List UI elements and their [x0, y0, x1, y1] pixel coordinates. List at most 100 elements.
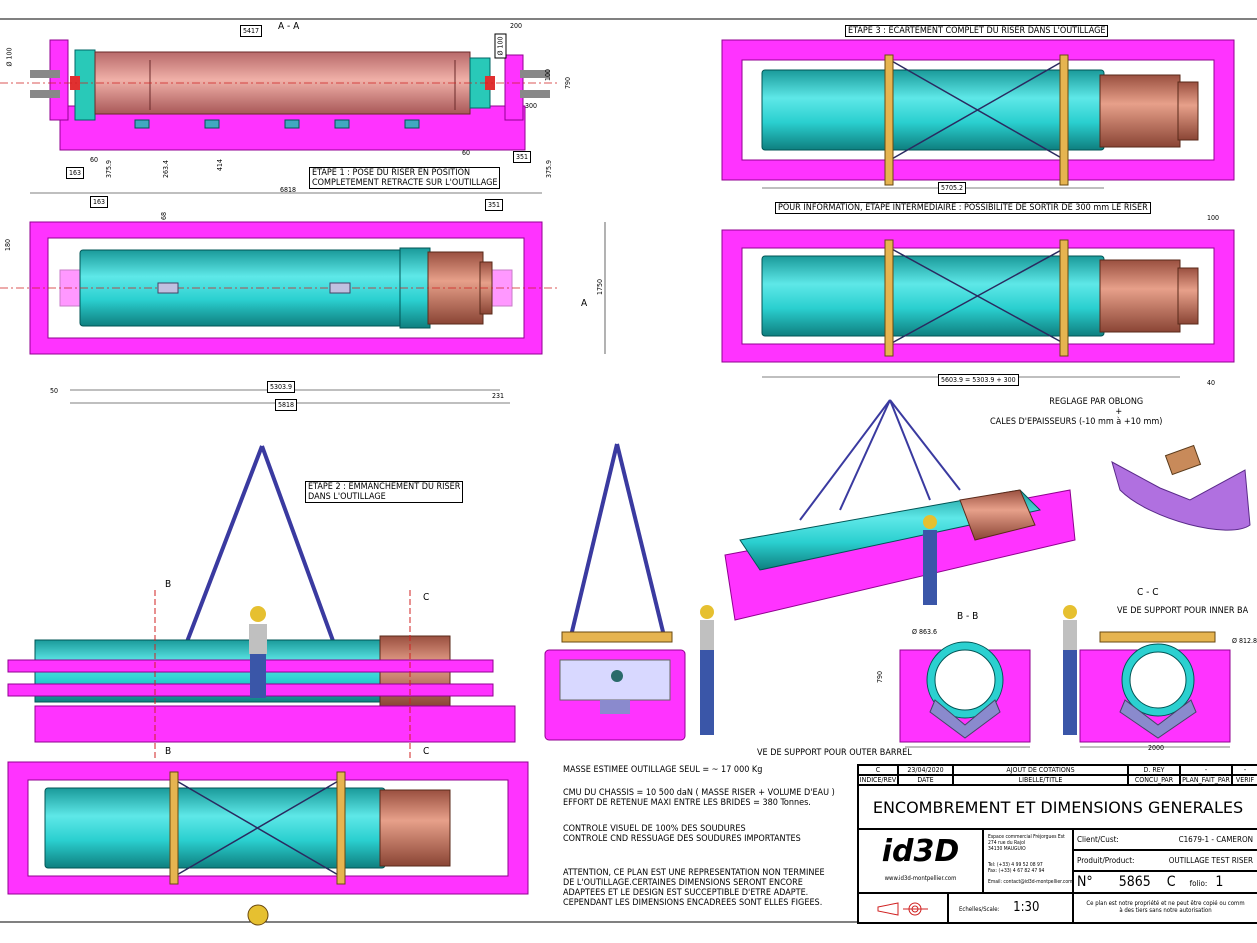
- worker-figure-cc: [700, 605, 714, 735]
- section-bb: [899, 605, 1077, 743]
- h-date: DATE: [898, 775, 953, 785]
- client-cell: Client/Cust: C1679-1 - CAMERON: [1073, 829, 1257, 850]
- rev-value: C: [858, 765, 898, 775]
- dim-790-aa: 790: [564, 76, 573, 90]
- dim-414: 414: [216, 158, 225, 172]
- dim-5818: 5818: [275, 399, 298, 411]
- top-view-step3: [721, 39, 1235, 186]
- step1-line1: ETAPE 1 : POSE DU RISER EN POSITION: [312, 168, 471, 178]
- h-concu: CONCU_PAR: [1128, 775, 1180, 785]
- inner-barrel-label: VE DE SUPPORT POUR INNER BA: [1117, 606, 1249, 616]
- dim-300: 300: [525, 102, 538, 110]
- section-cc: [700, 605, 1231, 743]
- dim-dia100-right: Ø 100: [494, 33, 507, 59]
- property-line1: Ce plan est notre propriété et ne peut ê…: [1086, 900, 1245, 907]
- dim-790-bb: 790: [876, 670, 885, 684]
- product-label: Produit/Product:: [1077, 856, 1135, 865]
- address-line2: 274 rue du Rajol: [988, 840, 1026, 846]
- note-warning: ATTENTION, CE PLAN EST UNE REPRESENTATIO…: [563, 868, 825, 908]
- address-cell: Espace commercial Fréjorgues Est 274 rue…: [983, 829, 1073, 893]
- dim-351-aa: 351: [513, 151, 532, 163]
- dim-100-right: 100: [1207, 214, 1220, 222]
- dim-40: 40: [1207, 379, 1216, 387]
- intermediate-label: POUR INFORMATION, ETAPE INTERMEDIAIRE : …: [775, 202, 1151, 214]
- drawing-title: ENCOMBREMENT ET DIMENSIONS GENERALES: [858, 785, 1257, 829]
- isometric-view: [724, 399, 1076, 621]
- h-verif: VERIF: [1232, 775, 1257, 785]
- dim-180: 180: [4, 238, 13, 252]
- warning-line4: CEPENDANT LES DIMENSIONS ENCADREES SONT …: [563, 898, 823, 908]
- adjust-line1: REGLAGE PAR OBLONG: [1049, 397, 1144, 407]
- marker-b-bottom: B: [165, 746, 172, 757]
- scale-cell: Echelles/Scale: 1:30: [948, 893, 1073, 923]
- worker-figure-bb: [1063, 605, 1077, 735]
- client-value: C1679-1 - CAMERON: [1178, 835, 1253, 844]
- top-view-step2: [7, 761, 529, 926]
- adjust-label: REGLAGE PAR OBLONG + CALES D'EPAISSEURS …: [990, 397, 1162, 427]
- dim-163: 163: [90, 196, 109, 208]
- section-aa-view: [0, 39, 560, 151]
- h-rev: INDICE/REV: [858, 775, 898, 785]
- adjust-line3: CALES D'EPAISSEURS (-10 mm à +10 mm): [990, 417, 1163, 427]
- rev-verif-dash: -: [1232, 765, 1257, 775]
- projection-symbol: [858, 893, 948, 923]
- property-line2: à des tiers sans notre autorisation: [1119, 907, 1212, 914]
- adjust-detail: [1111, 444, 1251, 531]
- dim-6818: 6818: [280, 186, 297, 194]
- property-cell: Ce plan est notre propriété et ne peut ê…: [1073, 893, 1257, 923]
- dim-60-right: 60: [462, 149, 471, 157]
- dim-5705-2: 5705.2: [938, 182, 967, 194]
- dim-dia100-left: Ø 100: [5, 47, 14, 67]
- title-block: C 23/04/2020 AJOUT DE COTATIONS D. REY -…: [857, 764, 1257, 924]
- dim-200: 200: [510, 22, 523, 30]
- dim-375-9-left: 375.9: [105, 159, 114, 179]
- dim-5603-9: 5603.9 = 5303.9 + 300: [938, 374, 1019, 386]
- h-plan: PLAN_FAIT_PAR: [1180, 775, 1232, 785]
- client-label: Client/Cust:: [1077, 835, 1119, 844]
- note-mass: MASSE ESTIMEE OUTILLAGE SEUL = ~ 17 000 …: [563, 765, 763, 775]
- note-cmu: CMU DU CHASSIS = 10 500 daN ( MASSE RISE…: [563, 788, 835, 798]
- worker-figure: [249, 606, 267, 698]
- folio-label: folio:: [1189, 879, 1208, 888]
- dim-163-aa: 163: [66, 167, 85, 179]
- dim-68: 68: [160, 211, 169, 221]
- number-label: N°: [1077, 874, 1093, 890]
- index-value: C: [1166, 874, 1176, 890]
- marker-c-bottom: C: [423, 746, 430, 757]
- section-aa-label: A - A: [278, 21, 300, 32]
- dim-1750: 1750: [596, 278, 605, 296]
- product-value: OUTILLAGE TEST RISER: [1168, 856, 1253, 865]
- address-line1: Espace commercial Fréjorgues Est: [988, 834, 1065, 840]
- outer-barrel-label: VE DE SUPPORT POUR OUTER BARREL: [757, 748, 912, 758]
- product-cell: Produit/Product: OUTILLAGE TEST RISER: [1073, 850, 1257, 871]
- step2-line1: ETAPE 2 : EMMANCHEMENT DU RISER: [308, 482, 461, 492]
- adjust-line2: +: [1115, 407, 1123, 417]
- section-cc-label: C - C: [1137, 587, 1159, 598]
- marker-c-top: C: [423, 592, 430, 603]
- email-line: Email: contact@id3d-montpellier.com: [988, 879, 1073, 885]
- dim-375-9-right: 375.9: [545, 159, 554, 179]
- phone-line1: Tel: (+33) 4 99 52 08 97: [988, 862, 1043, 868]
- warning-line1: ATTENTION, CE PLAN EST UNE REPRESENTATIO…: [563, 868, 825, 878]
- marker-a: A: [581, 298, 588, 309]
- address-line3: 34130 MAUGUIO: [988, 846, 1026, 852]
- dim-5303-9: 5303.9: [267, 381, 296, 393]
- side-view-step2: [7, 445, 516, 760]
- note-control2: CONTROLE CND RESSUAGE DES SOUDURES IMPOR…: [563, 834, 801, 844]
- scale-value: 1:30: [1013, 900, 1040, 915]
- section-bb-label: B - B: [957, 611, 979, 622]
- h-label: LIBELLE/TITLE: [953, 775, 1128, 785]
- end-view: [544, 443, 686, 741]
- top-view-step1: [0, 221, 560, 355]
- note-effort: EFFORT DE RETENUE MAXI ENTRE LES BRIDES …: [563, 798, 811, 808]
- note-control1: CONTROLE VISUEL DE 100% DES SOUDURES: [563, 824, 746, 834]
- dim-263-4: 263.4: [162, 159, 171, 179]
- warning-line3: ADAPTEES ET LE DESIGN EST SUCCEPTIBLE D'…: [563, 888, 809, 898]
- number-value: 5865: [1118, 874, 1151, 890]
- phone-line2: Fax: (+33) 4 67 82 47 94: [988, 868, 1045, 874]
- logo-cell: id3D www.id3d-montpellier.com: [858, 829, 983, 893]
- dim-60-left: 60: [90, 156, 99, 164]
- rev-change: AJOUT DE COTATIONS: [953, 765, 1128, 775]
- company-logo: id3D: [881, 834, 960, 869]
